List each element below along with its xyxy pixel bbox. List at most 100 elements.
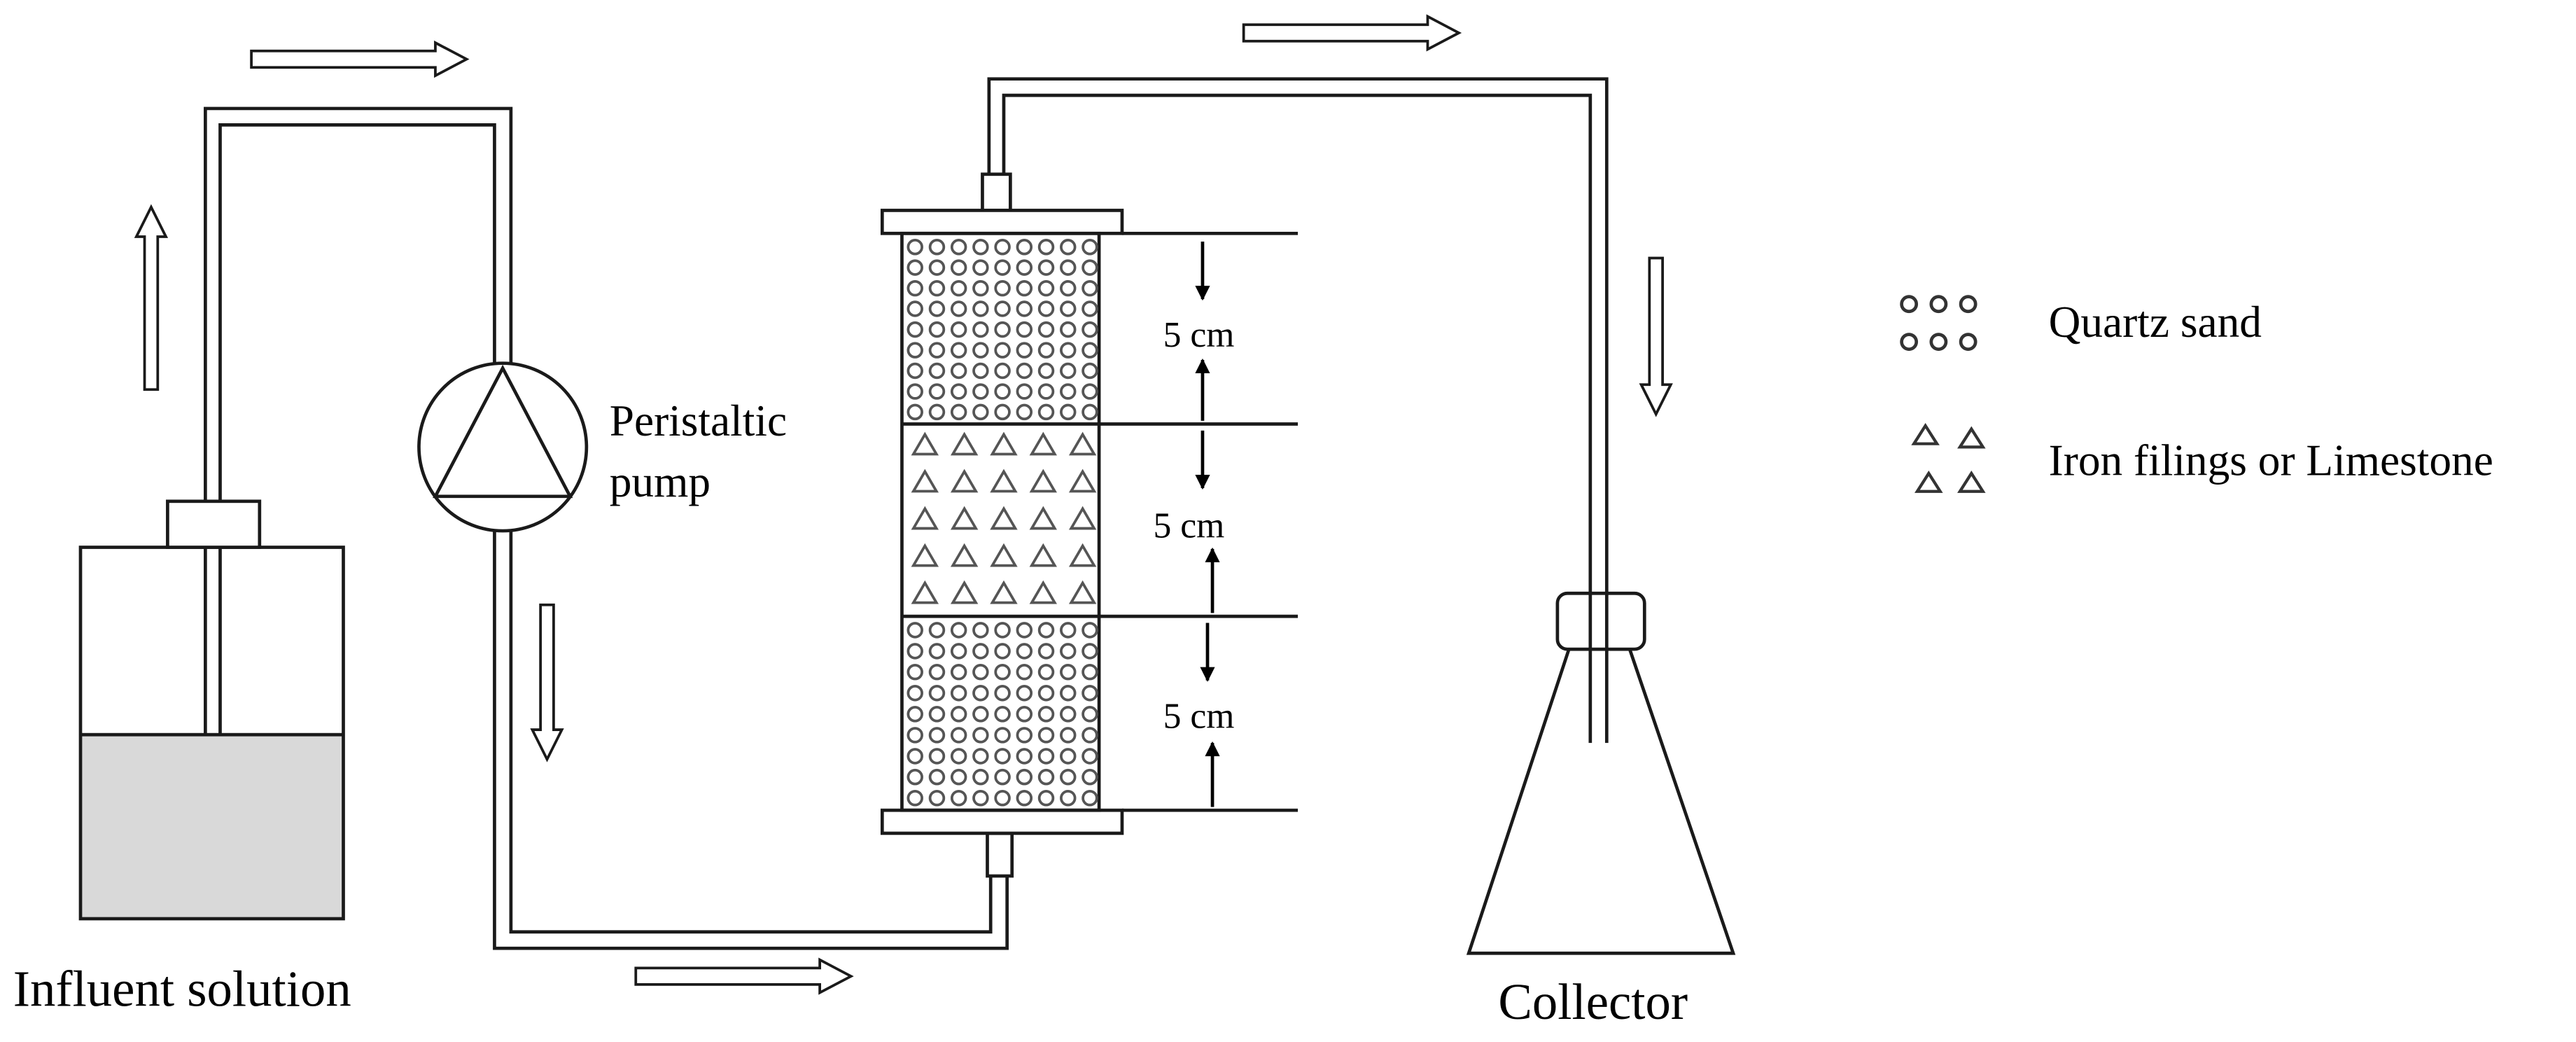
sand-grain bbox=[1060, 622, 1077, 639]
sand-grain bbox=[928, 279, 946, 297]
sand-grain bbox=[906, 643, 923, 660]
iron-particle bbox=[1068, 468, 1097, 493]
dimension-arrows bbox=[1195, 242, 1220, 807]
sand-grain bbox=[1060, 403, 1077, 421]
iron-particle bbox=[950, 543, 979, 567]
influent-solution-label: Influent solution bbox=[13, 960, 351, 1017]
sand-grain bbox=[1082, 789, 1098, 807]
column-body bbox=[900, 231, 1101, 812]
sand-grain bbox=[994, 706, 1011, 723]
iron-particle bbox=[990, 580, 1018, 604]
iron-particle bbox=[1029, 506, 1058, 530]
legend-label-iron-filings-or-limestone: Iron filings or Limestone bbox=[2049, 436, 2493, 485]
sand-grain bbox=[928, 643, 946, 660]
sand-grain bbox=[1037, 259, 1055, 276]
sand-grain bbox=[1060, 321, 1077, 338]
sand-grain bbox=[950, 684, 967, 702]
sand-grain bbox=[1016, 663, 1033, 681]
sand-grain bbox=[1016, 300, 1033, 317]
sand-grain bbox=[906, 622, 923, 639]
sand-grain bbox=[928, 239, 946, 256]
sand-grain bbox=[994, 748, 1011, 765]
dimension-lines bbox=[1099, 231, 1298, 812]
sand-grain bbox=[972, 684, 989, 702]
sand-grain bbox=[1082, 342, 1098, 359]
sand-grain bbox=[1037, 684, 1055, 702]
sand-grain bbox=[994, 789, 1011, 807]
sand-grain bbox=[1037, 748, 1055, 765]
quartz-sand-layer-top bbox=[906, 239, 1098, 421]
sand-grain bbox=[1082, 768, 1098, 786]
sand-grain bbox=[972, 622, 989, 639]
iron-particle bbox=[1068, 543, 1097, 567]
sand-grain bbox=[1082, 300, 1098, 317]
sand-grain bbox=[906, 706, 923, 723]
sand-grain bbox=[928, 403, 946, 421]
sand-grain bbox=[972, 383, 989, 400]
sand-grain bbox=[1016, 768, 1033, 786]
influent-solution-level bbox=[80, 735, 344, 919]
sand-grain bbox=[928, 727, 946, 744]
iron-particle bbox=[911, 506, 939, 530]
sand-grain bbox=[972, 768, 989, 786]
sand-grain bbox=[994, 768, 1011, 786]
sand-grain bbox=[950, 706, 967, 723]
sand-grain bbox=[1037, 768, 1055, 786]
sand-grain bbox=[972, 663, 989, 681]
peristaltic-pump bbox=[417, 361, 589, 533]
sand-grain bbox=[928, 321, 946, 338]
iron-particle bbox=[1068, 431, 1097, 456]
sand-grain bbox=[1060, 727, 1077, 744]
sand-grain bbox=[972, 643, 989, 660]
iron-particle bbox=[950, 431, 979, 456]
sand-grain bbox=[1060, 684, 1077, 702]
column-top-cap bbox=[880, 209, 1124, 235]
sand-grain bbox=[1082, 279, 1098, 297]
sand-grain bbox=[906, 279, 923, 297]
sand-grain bbox=[906, 259, 923, 276]
sand-grain bbox=[1037, 279, 1055, 297]
sand-grain bbox=[950, 768, 967, 786]
sand-grain bbox=[906, 727, 923, 744]
sand-grain bbox=[1016, 706, 1033, 723]
sand-grain bbox=[906, 342, 923, 359]
collector-label: Collector bbox=[1498, 973, 1688, 1030]
sand-grain bbox=[972, 259, 989, 276]
iron-particle bbox=[950, 580, 979, 604]
sand-grain bbox=[972, 342, 989, 359]
iron-particle bbox=[911, 431, 939, 456]
sand-grain bbox=[928, 663, 946, 681]
sand-grain bbox=[1082, 748, 1098, 765]
sand-grain bbox=[1082, 684, 1098, 702]
sand-grain bbox=[1037, 300, 1055, 317]
iron-particle bbox=[1029, 543, 1058, 567]
sand-grain bbox=[1060, 663, 1077, 681]
sand-grain bbox=[906, 300, 923, 317]
sand-grain bbox=[1016, 342, 1033, 359]
sand-grain bbox=[994, 383, 1011, 400]
sand-grain bbox=[1016, 362, 1033, 380]
legend: Quartz sand Iron filings or Limestone bbox=[1900, 295, 2493, 493]
sand-grain bbox=[972, 403, 989, 421]
sand-grain bbox=[928, 789, 946, 807]
sand-grain bbox=[950, 643, 967, 660]
sand-grain bbox=[1060, 300, 1077, 317]
sand-grain bbox=[972, 789, 989, 807]
pump-label-line2: pump bbox=[610, 457, 710, 506]
sand-grain bbox=[1082, 663, 1098, 681]
sand-grain bbox=[972, 239, 989, 256]
pump-housing bbox=[417, 361, 589, 533]
sand-grain bbox=[972, 362, 989, 380]
quartz-sand-layer-bottom bbox=[906, 622, 1098, 807]
iron-particle bbox=[911, 468, 939, 493]
iron-particle bbox=[950, 468, 979, 493]
sand-grain bbox=[950, 663, 967, 681]
sand-grain bbox=[1037, 342, 1055, 359]
sand-grain bbox=[994, 684, 1011, 702]
sand-grain bbox=[1037, 403, 1055, 421]
sand-grain bbox=[1060, 259, 1077, 276]
sand-grain bbox=[1060, 768, 1077, 786]
sand-grain bbox=[1037, 362, 1055, 380]
sand-grain bbox=[1082, 643, 1098, 660]
